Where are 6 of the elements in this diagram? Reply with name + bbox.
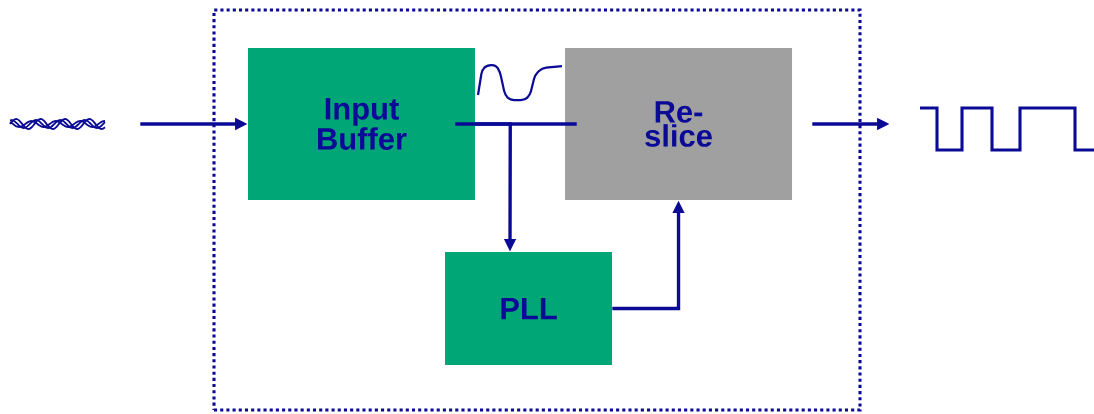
square-wave-drawing (920, 106, 1094, 152)
noisy-signal-drawing (9, 118, 106, 130)
process-box: Input Buffer (248, 48, 475, 200)
dotted-frame (212, 8, 862, 412)
process-box: PLL (445, 252, 612, 366)
process-box: Re- slice (565, 48, 792, 200)
